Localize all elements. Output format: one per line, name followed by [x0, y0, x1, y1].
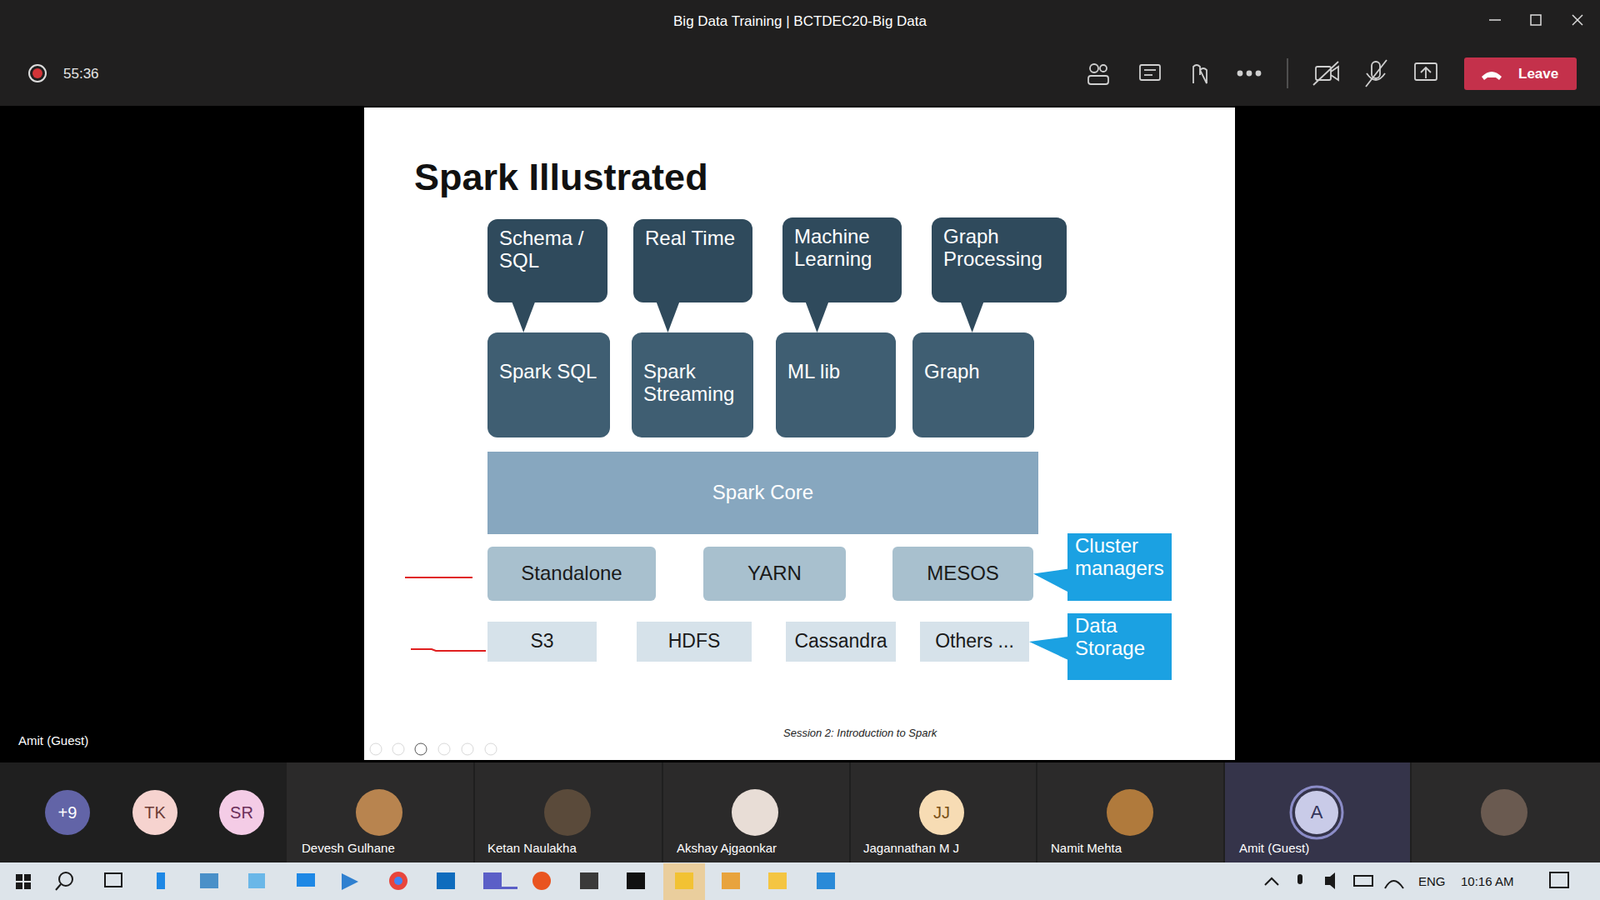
- taskbar-icons: [15, 863, 1569, 900]
- storage-box: Others ...: [920, 621, 1030, 662]
- participant-name: Namit Mehta: [1050, 841, 1122, 855]
- speech-bubble: Graph Processing: [931, 217, 1067, 303]
- node-text: Real Time: [645, 227, 735, 250]
- node-text: Machine Learning: [794, 225, 894, 271]
- bubble-tail: [960, 301, 985, 333]
- toolbar: [0, 40, 1600, 106]
- avatar-circle: [45, 790, 90, 835]
- avatar-photo: [1106, 789, 1154, 836]
- core-band: Spark Core: [487, 451, 1039, 535]
- phone-icon: [1481, 71, 1502, 80]
- cluster-manager-box: YARN: [703, 546, 846, 601]
- overflow-count: +9: [58, 804, 78, 821]
- avatar-circle: [132, 790, 178, 835]
- node-text: Standalone: [520, 562, 622, 585]
- annotation-stroke: [410, 649, 486, 651]
- callout-box: Data Storage: [1067, 613, 1172, 680]
- node-text: HDFS: [668, 630, 721, 653]
- node-text: Schema / SQL: [499, 227, 600, 273]
- node-text: S3: [530, 630, 554, 653]
- node-text: YARN: [747, 562, 802, 585]
- cluster-manager-box: MESOS: [892, 546, 1034, 601]
- avatar-photo: [731, 789, 779, 836]
- bubble-tail: [655, 301, 680, 333]
- module-box: Spark Streaming: [631, 332, 754, 438]
- module-box: ML lib: [775, 332, 896, 438]
- node-text: Others ...: [935, 630, 1015, 653]
- speaker-ring: [1290, 786, 1343, 839]
- node-text: Cassandra: [794, 630, 887, 653]
- storage-box: Cassandra: [785, 621, 896, 662]
- avatar-circle: [219, 790, 265, 835]
- participant-name: Jagannathan M J: [863, 841, 960, 855]
- avatar-photo: [1480, 789, 1528, 836]
- bubble-tail: [1029, 636, 1069, 660]
- window-controls: [1489, 15, 1583, 25]
- node-text: Spark Streaming: [643, 360, 745, 406]
- window-title: Big Data Training | BCTDEC20-Big Data: [673, 14, 927, 29]
- speech-bubble: Schema / SQL: [487, 219, 608, 303]
- storage-box: HDFS: [636, 621, 752, 662]
- node-text: MESOS: [926, 562, 1000, 585]
- record-ring: [29, 65, 46, 82]
- node-text: Spark SQL: [499, 360, 597, 384]
- title-bar: [0, 0, 1600, 41]
- avatar-circle: [1295, 790, 1339, 835]
- avatar-initials: A: [1310, 803, 1324, 822]
- record-dot: [32, 68, 43, 79]
- node-text: Cluster managers: [1075, 535, 1167, 580]
- module-box: Graph: [912, 332, 1035, 438]
- language-indicator: ENG: [1418, 875, 1446, 888]
- node-text: Data Storage: [1075, 615, 1167, 660]
- node-text: Graph: [924, 360, 980, 384]
- speech-bubble: Machine Learning: [782, 217, 902, 303]
- participant-name: Amit (Guest): [1239, 841, 1310, 855]
- participant-name: Devesh Gulhane: [301, 841, 395, 855]
- avatar-initials: SR: [230, 804, 254, 821]
- presenter-name: Amit (Guest): [18, 734, 89, 747]
- node-text: ML lib: [787, 360, 840, 384]
- clock: 10:16 AM: [1460, 875, 1514, 888]
- avatar-initials: TK: [144, 804, 166, 821]
- speech-bubble: Real Time: [633, 219, 753, 303]
- bubble-tail: [511, 301, 535, 333]
- bubble-tail: [1033, 569, 1069, 593]
- toolbar-icons: [1088, 58, 1437, 89]
- leave-button: [1464, 57, 1577, 90]
- avatar-initials: JJ: [933, 804, 950, 821]
- slide-nav-icons: [370, 743, 497, 755]
- avatar-photo: [355, 789, 403, 836]
- slide-title: Spark Illustrated: [414, 158, 709, 196]
- avatar-photo: [544, 789, 591, 836]
- storage-box: S3: [487, 621, 597, 662]
- participant-name: Ketan Naulakha: [487, 841, 577, 855]
- callout-box: Cluster managers: [1067, 533, 1172, 601]
- node-text: Graph Processing: [943, 225, 1059, 271]
- annotation-stroke: [405, 576, 473, 579]
- cluster-manager-box: Standalone: [487, 546, 656, 601]
- slide-footer: Session 2: Introduction to Spark: [783, 727, 937, 739]
- bubble-tail: [805, 301, 829, 333]
- module-box: Spark SQL: [487, 332, 610, 438]
- avatar-circle: [919, 790, 965, 835]
- participant-name: Akshay Ajgaonkar: [676, 841, 777, 855]
- leave-label: Leave: [1518, 66, 1559, 81]
- taskbar: [0, 862, 1600, 900]
- node-text: Spark Core: [712, 481, 814, 505]
- call-timer: 55:36: [63, 66, 100, 81]
